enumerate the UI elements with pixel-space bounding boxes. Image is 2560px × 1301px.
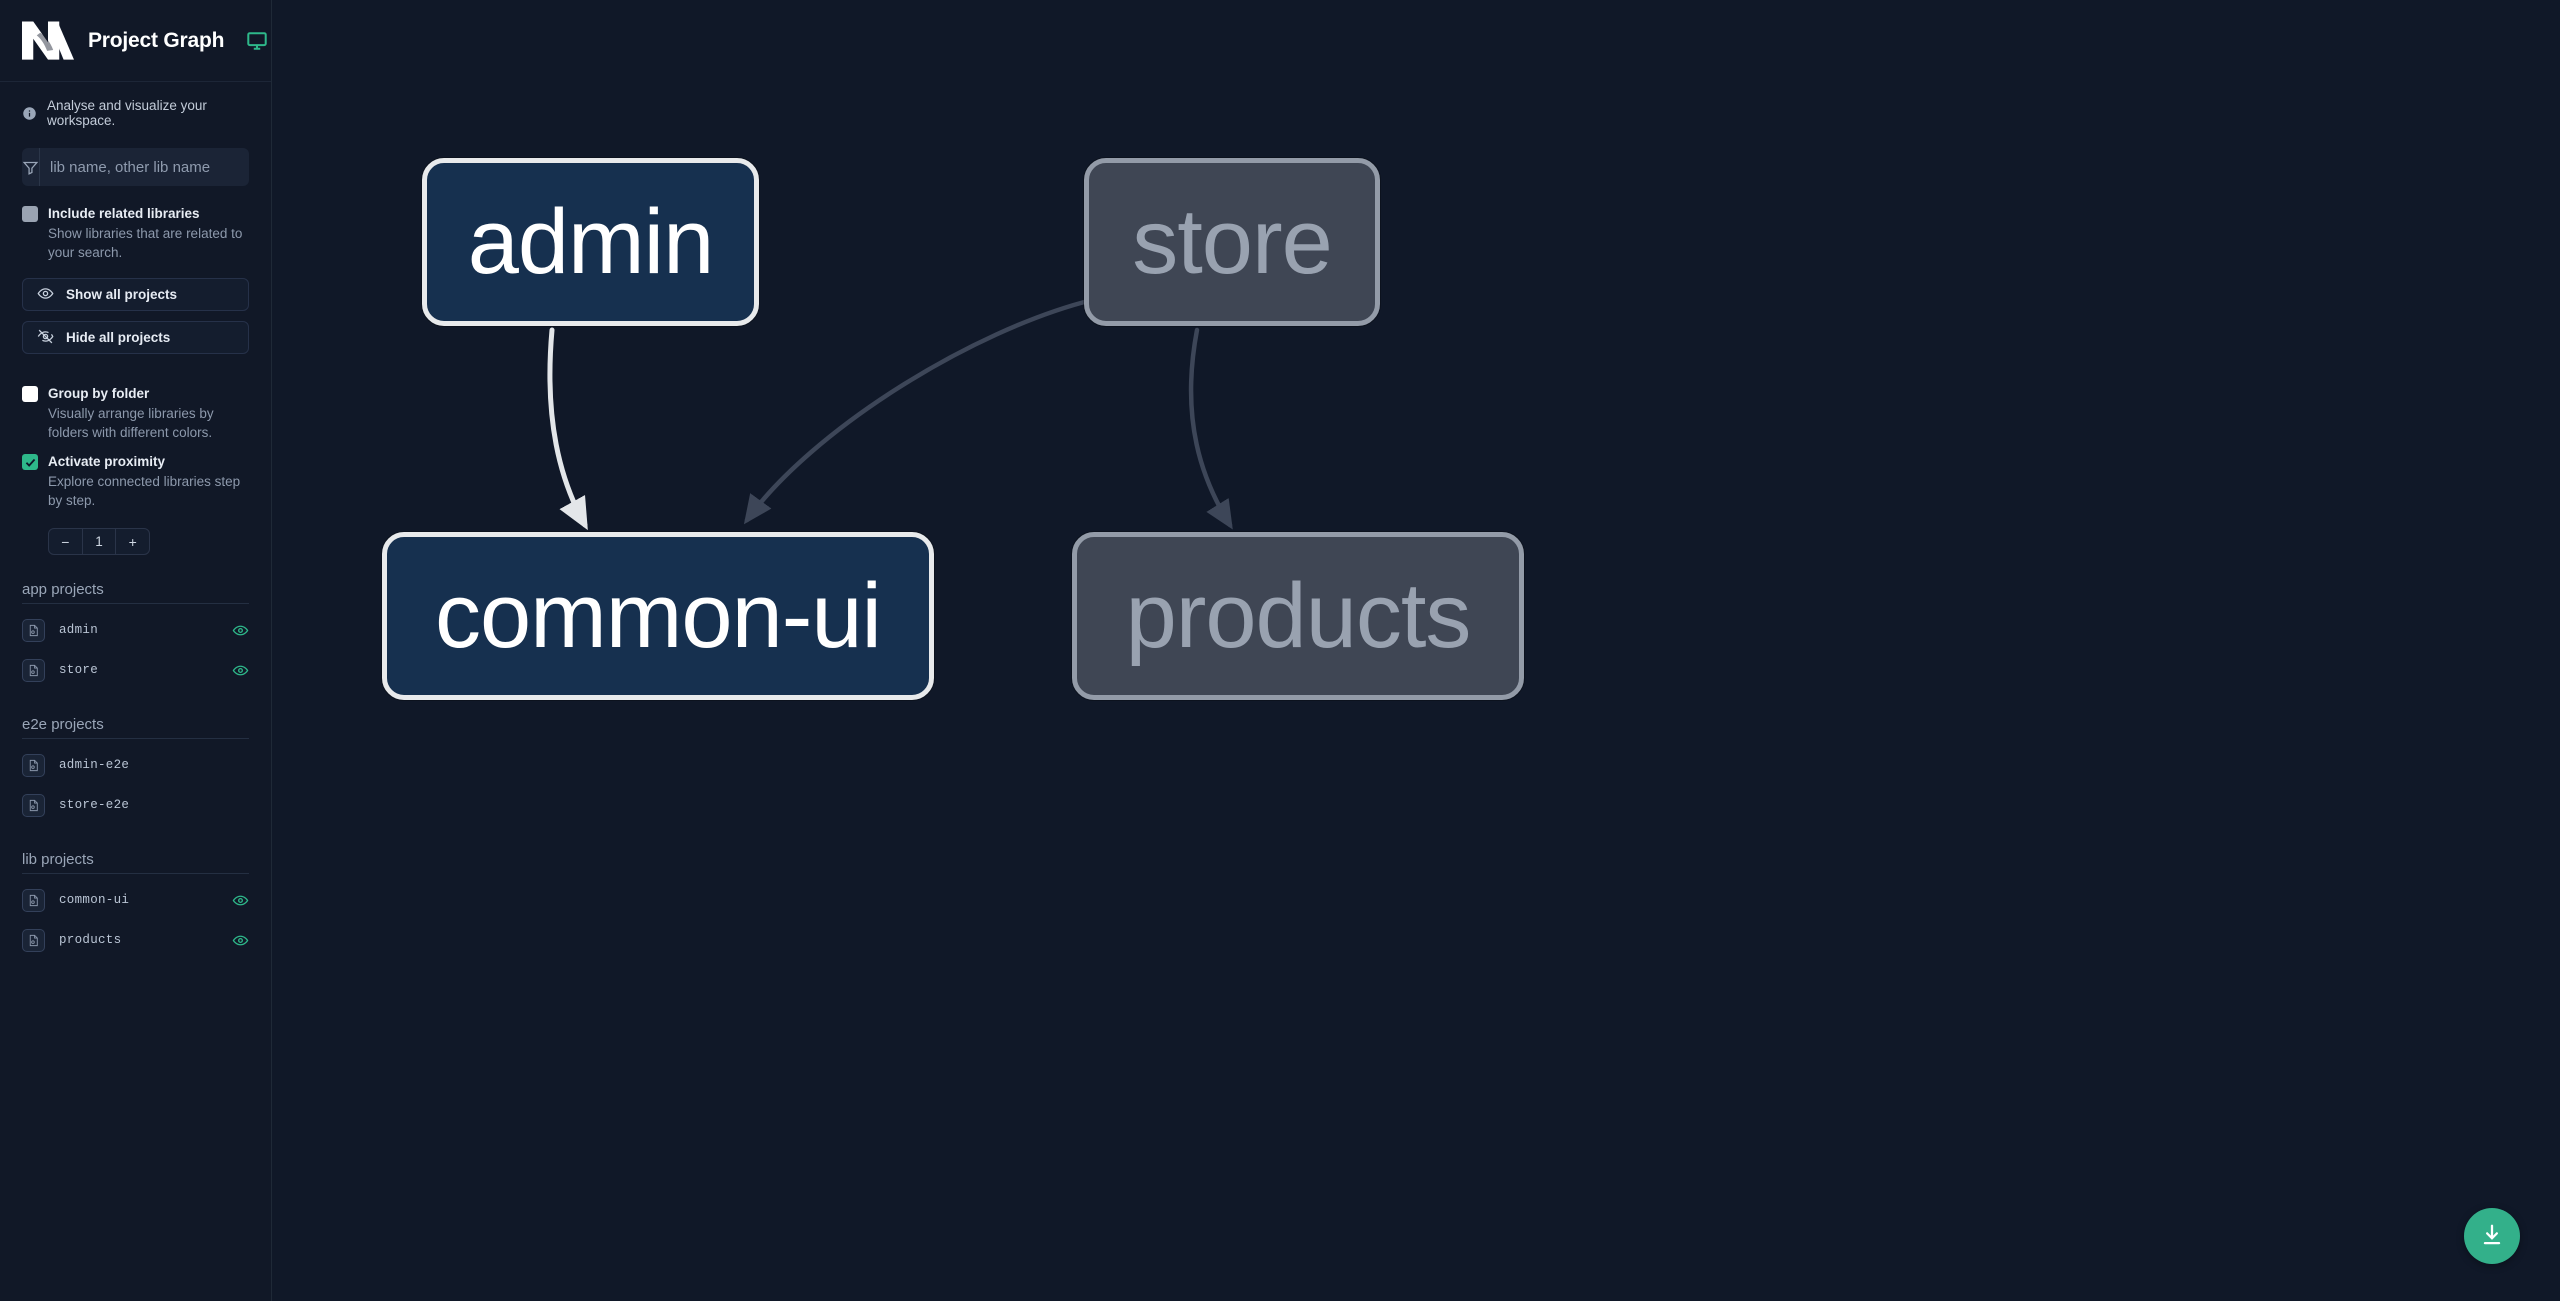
checkbox-label: Activate proximity [48, 454, 166, 469]
project-file-icon [22, 928, 45, 952]
edge-admin-to-common-ui [547, 327, 588, 531]
section-lib-projects: lib projects common-ui [22, 851, 249, 960]
sidebar-body: Include related libraries Show libraries… [0, 142, 271, 960]
section-title: lib projects [22, 851, 94, 868]
proximity-stepper[interactable]: − 1 + [48, 528, 150, 555]
project-name: admin [59, 623, 99, 637]
edge-store-to-products [1188, 327, 1233, 530]
section-e2e-projects: e2e projects admin-e2e [22, 716, 249, 825]
project-row-common-ui[interactable]: common-ui [22, 880, 249, 920]
checkbox-box[interactable] [22, 206, 38, 222]
proximity-decrement-button[interactable]: − [49, 529, 82, 554]
show-all-projects-label: Show all projects [66, 287, 178, 302]
checkbox-label: Include related libraries [48, 206, 200, 221]
section-title: app projects [22, 581, 104, 598]
filter-funnel-icon [22, 148, 40, 186]
eye-icon[interactable] [232, 622, 249, 639]
graph-node-admin[interactable]: admin [422, 158, 759, 326]
checkbox-label: Group by folder [48, 386, 150, 401]
show-all-projects-button[interactable]: Show all projects [22, 278, 249, 311]
proximity-increment-button[interactable]: + [116, 529, 149, 554]
section-app-projects: app projects admin [22, 581, 249, 690]
project-file-icon [22, 793, 45, 817]
checkbox-include-related-libraries[interactable]: Include related libraries Show libraries… [22, 196, 249, 264]
edge-store-to-common-ui [743, 297, 1095, 525]
project-row-store[interactable]: store [22, 650, 249, 690]
project-name: store [59, 663, 99, 677]
divider [22, 603, 249, 604]
search-input[interactable] [40, 148, 249, 186]
project-row-admin-e2e[interactable]: admin-e2e [22, 745, 249, 785]
checkbox-description: Show libraries that are related to your … [48, 226, 243, 260]
graph-node-products[interactable]: products [1072, 532, 1524, 700]
checkbox-group-by-folder[interactable]: Group by folder Visually arrange librari… [22, 376, 249, 444]
eye-icon[interactable] [232, 662, 249, 679]
graph-node-common-ui[interactable]: common-ui [382, 532, 934, 700]
project-name: admin-e2e [59, 758, 130, 772]
divider [81, 529, 83, 554]
project-name: common-ui [59, 893, 130, 907]
project-name: store-e2e [59, 798, 130, 812]
divider [22, 873, 249, 874]
graph-node-label: admin [467, 191, 715, 293]
hide-all-projects-label: Hide all projects [66, 330, 171, 345]
download-icon [2479, 1222, 2505, 1251]
check-icon [25, 458, 35, 467]
divider [22, 738, 249, 739]
info-circle-icon [22, 106, 37, 121]
project-row-admin[interactable]: admin [22, 610, 249, 650]
tagline: Analyse and visualize your workspace. [0, 82, 271, 142]
page-title: Project Graph [88, 28, 225, 52]
tagline-text: Analyse and visualize your workspace. [47, 98, 207, 128]
project-file-icon [22, 618, 45, 642]
project-file-icon [22, 753, 45, 777]
monitor-icon[interactable] [246, 30, 268, 52]
project-row-store-e2e[interactable]: store-e2e [22, 785, 249, 825]
sidebar-header: Project Graph [0, 0, 271, 82]
graph-node-store[interactable]: store [1084, 158, 1380, 326]
graph-edges-layer [547, 297, 1233, 531]
proximity-value: 1 [95, 534, 103, 549]
download-graph-button[interactable] [2464, 1208, 2520, 1264]
checkbox-description: Explore connected libraries step by step… [48, 474, 241, 508]
sidebar: Project Graph Analyse and visualize your… [0, 0, 272, 1301]
graph-node-label: store [1132, 191, 1333, 293]
nx-logo-icon [22, 18, 74, 64]
checkbox-box-checked[interactable] [22, 454, 38, 470]
divider [115, 529, 117, 554]
eye-icon[interactable] [232, 932, 249, 949]
graph-node-label: products [1125, 565, 1472, 667]
checkbox-activate-proximity[interactable]: Activate proximity Explore connected lib… [22, 444, 249, 512]
checkbox-box[interactable] [22, 386, 38, 402]
graph-node-label: common-ui [434, 565, 882, 667]
project-file-icon [22, 888, 45, 912]
eye-icon [37, 285, 54, 305]
project-name: products [59, 933, 122, 947]
graph-canvas[interactable]: admin store common-ui products [272, 0, 2560, 1301]
project-file-icon [22, 658, 45, 682]
eye-off-icon [37, 328, 54, 348]
checkbox-description: Visually arrange libraries by folders wi… [48, 406, 214, 440]
hide-all-projects-button[interactable]: Hide all projects [22, 321, 249, 354]
visibility-buttons: Show all projects Hide all projects [22, 278, 249, 354]
project-row-products[interactable]: products [22, 920, 249, 960]
eye-icon[interactable] [232, 892, 249, 909]
section-title: e2e projects [22, 716, 104, 733]
search-bar[interactable] [22, 148, 249, 186]
